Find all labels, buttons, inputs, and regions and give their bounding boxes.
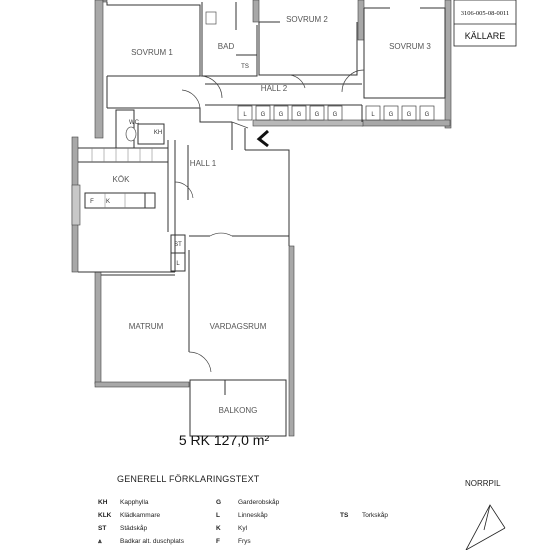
toilet-icon xyxy=(125,126,137,142)
legend-item-st: ST Städskåp xyxy=(98,525,147,532)
mark-st: ST xyxy=(174,242,182,248)
legend-text: Garderobskåp xyxy=(238,499,280,506)
legend-text: Klädkammare xyxy=(120,512,161,519)
area-label: 5 RK 127,0 m² xyxy=(179,432,270,448)
mark-f: F xyxy=(90,199,94,205)
legend-item-f: F Frys xyxy=(216,538,251,545)
outer-walls xyxy=(71,0,452,437)
legend-text: Linneskåp xyxy=(238,512,268,519)
legend-abbr: G xyxy=(216,499,222,506)
room-label-sovrum1: SOVRUM 1 xyxy=(131,48,173,57)
legend-text: Städskåp xyxy=(120,525,148,532)
legend-title: GENERELL FÖRKLARINGSTEXT xyxy=(117,474,260,484)
mark-wc: WC xyxy=(129,120,140,126)
mark-g-3: G xyxy=(297,112,302,118)
room-label-hall1: HALL 1 xyxy=(190,159,217,168)
mark-k: K xyxy=(106,199,110,205)
legend-item-g: G Garderobskåp xyxy=(216,499,279,506)
legend-abbr: F xyxy=(216,538,220,545)
mark-ts: TS xyxy=(241,64,249,70)
room-label-bad: BAD xyxy=(218,42,235,51)
sink-icon xyxy=(205,11,217,25)
legend-text: Kapphylla xyxy=(120,499,149,506)
mark-g-6: G xyxy=(389,112,394,118)
legend-abbr: ST xyxy=(98,525,107,532)
title-block: 3106-005-08-0011 KÄLLARE xyxy=(453,0,517,47)
room-label-vardagsrum: VARDAGSRUM xyxy=(210,322,267,331)
kitchen-cabinets xyxy=(91,148,153,208)
legend-item-ts: TS Torkskåp xyxy=(340,512,388,519)
room-label-matrum: MATRUM xyxy=(129,322,164,331)
mark-g-2: G xyxy=(279,112,284,118)
mark-g-7: G xyxy=(407,112,412,118)
legend-item-badkar: ⩓ Badkar alt. duschplats xyxy=(98,538,184,546)
legend-item-l: L Linneskåp xyxy=(216,512,268,519)
door-swings xyxy=(174,69,365,373)
legend-item-k: K Kyl xyxy=(216,525,247,532)
room-label-hall2: HALL 2 xyxy=(261,84,288,93)
legend-text: Kyl xyxy=(238,525,248,532)
room-label-kok: KÖK xyxy=(113,175,131,184)
room-label-sovrum2: SOVRUM 2 xyxy=(286,15,328,24)
legend-item-kh: KH Kapphylla xyxy=(98,499,149,506)
mark-g-4: G xyxy=(315,112,320,118)
legend-text: Badkar alt. duschplats xyxy=(120,538,184,545)
mark-g-8: G xyxy=(425,112,430,118)
interior-walls xyxy=(78,2,446,437)
legend-abbr: KLK xyxy=(98,512,112,519)
legend-text: Frys xyxy=(238,538,251,545)
legend-abbr: K xyxy=(216,525,221,532)
north-arrow-icon xyxy=(465,504,506,550)
legend-text: Torkskåp xyxy=(362,512,389,519)
legend-abbr: ⩓ xyxy=(98,538,102,545)
legend-item-klk: KLK Klädkammare xyxy=(98,512,160,519)
cupboard-row xyxy=(237,105,435,121)
entrance-arrow-icon xyxy=(256,129,269,148)
mark-l-1: L xyxy=(243,112,247,118)
room-label-sovrum3: SOVRUM 3 xyxy=(389,42,431,51)
mark-g-1: G xyxy=(261,112,266,118)
room-label-balkong: BALKONG xyxy=(219,406,258,415)
mark-l-2: L xyxy=(371,112,375,118)
legend-abbr: L xyxy=(216,512,220,519)
floor-label: KÄLLARE xyxy=(465,31,506,41)
property-code: 3106-005-08-0011 xyxy=(461,10,510,17)
mark-kh: KH xyxy=(154,130,162,136)
legend-abbr: TS xyxy=(340,512,349,519)
north-label: NORRPIL xyxy=(465,479,501,488)
legend-abbr: KH xyxy=(98,499,108,506)
mark-l-hall: L xyxy=(176,261,180,267)
mark-g-5: G xyxy=(333,112,338,118)
